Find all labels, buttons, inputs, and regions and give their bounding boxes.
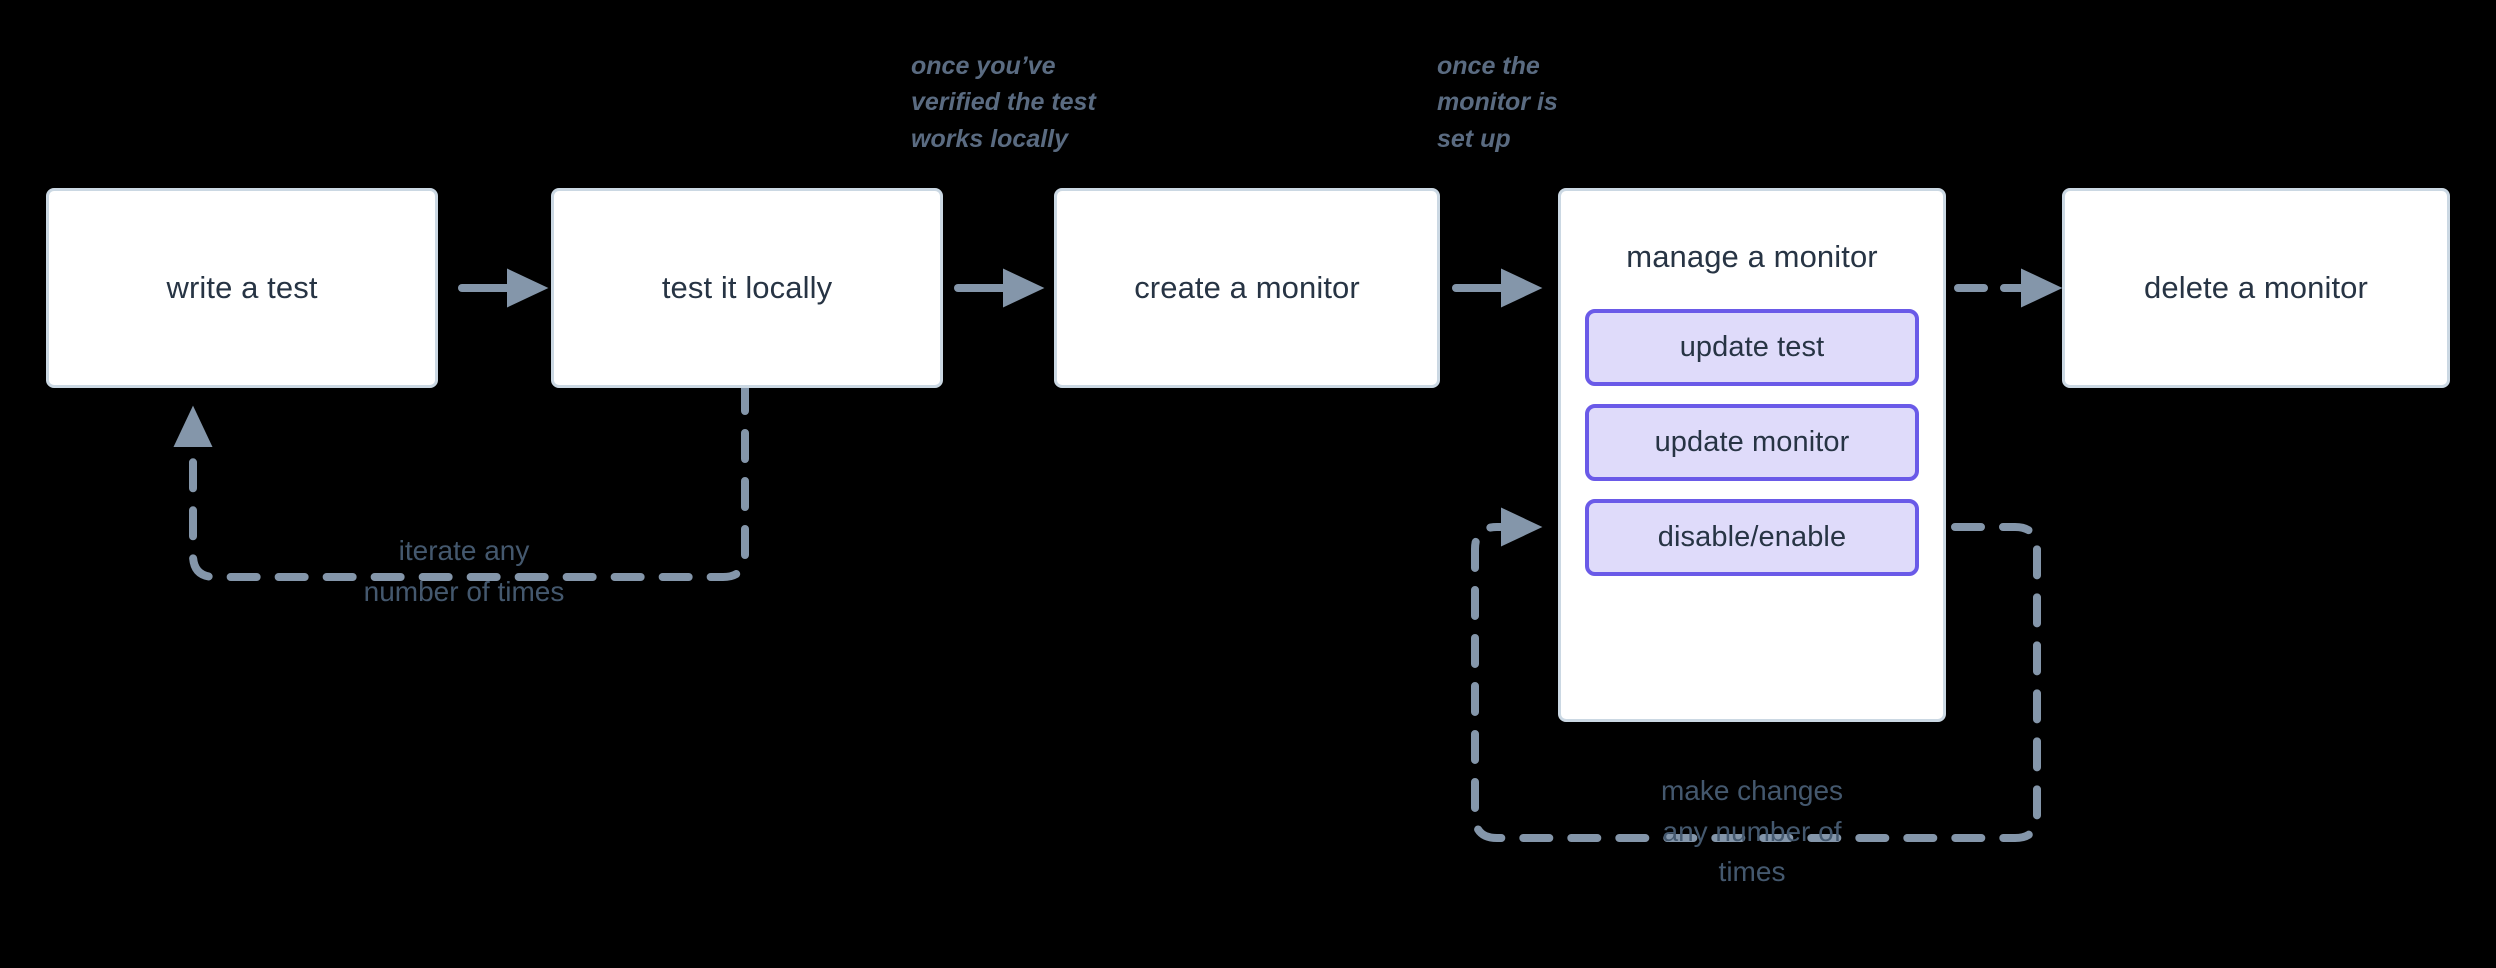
node-test-it-locally[interactable]: test it locally bbox=[551, 188, 943, 388]
sub-node-disable-enable-label: disable/enable bbox=[1657, 521, 1847, 553]
sub-node-update-test[interactable]: update test bbox=[1585, 309, 1919, 386]
sub-node-disable-enable[interactable]: disable/enable bbox=[1585, 499, 1919, 576]
node-write-a-test[interactable]: write a test bbox=[46, 188, 438, 388]
node-delete-a-monitor[interactable]: delete a monitor bbox=[2062, 188, 2450, 388]
node-manage-a-monitor-label: manage a monitor bbox=[1626, 239, 1878, 274]
node-delete-a-monitor-label: delete a monitor bbox=[2144, 270, 2368, 306]
annotation-verified-locally: once you’ve verified the test works loca… bbox=[911, 52, 1096, 153]
annotation-monitor-set-up: once the monitor is set up bbox=[1437, 52, 1558, 153]
loop-label-make-changes: make changes any number of times bbox=[1660, 775, 1844, 888]
node-create-a-monitor-label: create a monitor bbox=[1134, 270, 1360, 306]
loop-label-iterate: iterate any number of times bbox=[363, 535, 565, 607]
manage-sub-node-list: update test update monitor disable/enabl… bbox=[1585, 309, 1919, 576]
sub-node-update-monitor-label: update monitor bbox=[1654, 426, 1850, 458]
node-manage-a-monitor[interactable]: manage a monitor update test update moni… bbox=[1558, 188, 1946, 722]
node-write-a-test-label: write a test bbox=[166, 270, 318, 306]
sub-node-update-test-label: update test bbox=[1679, 331, 1825, 363]
node-test-it-locally-label: test it locally bbox=[661, 270, 833, 306]
sub-node-update-monitor[interactable]: update monitor bbox=[1585, 404, 1919, 481]
node-create-a-monitor[interactable]: create a monitor bbox=[1054, 188, 1440, 388]
